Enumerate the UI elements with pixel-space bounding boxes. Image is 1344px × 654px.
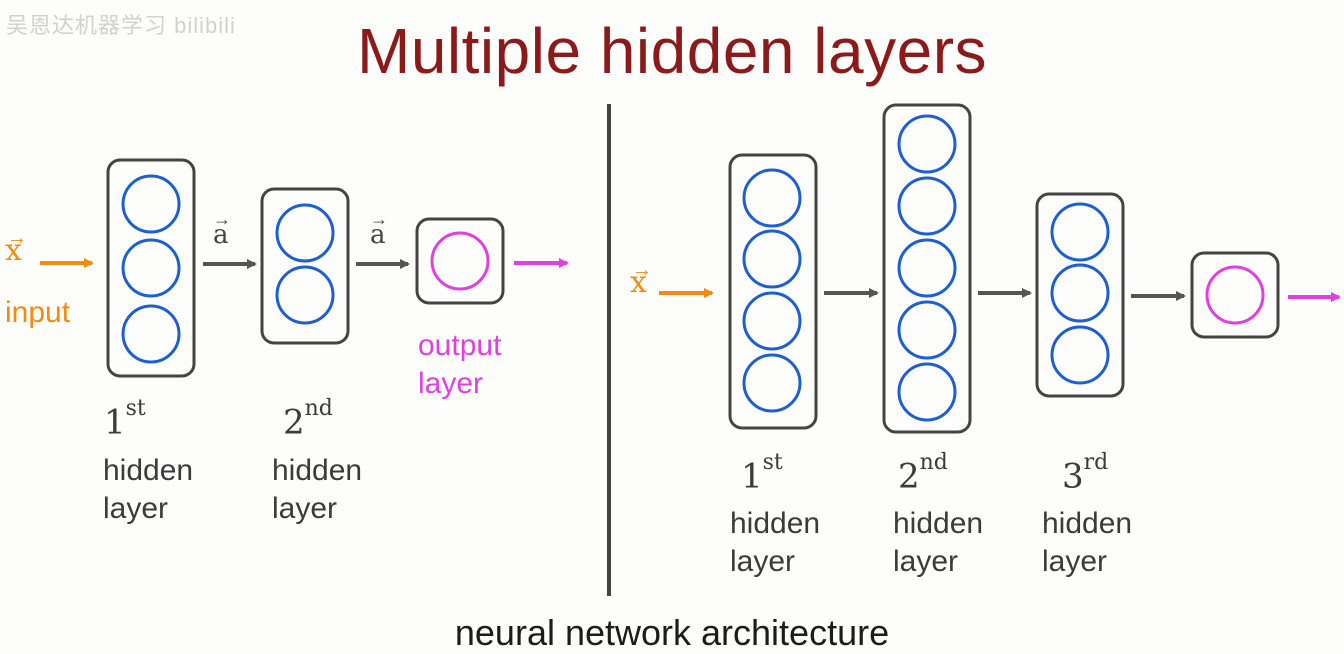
left-activation-1: → a	[213, 209, 231, 250]
left-hidden-layer-1-box	[106, 158, 196, 378]
right-layer1-label: hidden layer	[730, 505, 820, 581]
slide-title: Multiple hidden layers	[357, 15, 987, 87]
layer-label-line2: layer	[103, 492, 169, 525]
right-hidden-layer-3-box	[1035, 192, 1125, 398]
left-layer1-label: hidden layer	[103, 452, 193, 528]
right-layer3-neuron	[1050, 263, 1110, 323]
right-layer2-neuron	[897, 300, 957, 360]
diagram-caption: neural network architecture	[454, 612, 890, 653]
left-layer2-neuron	[275, 203, 335, 263]
right-layer3-neuron	[1050, 325, 1110, 385]
right-layer2-label: hidden layer	[893, 505, 983, 581]
left-layer1-neuron	[121, 238, 181, 298]
left-layer2-neuron	[275, 265, 335, 325]
layer-label-line2: layer	[730, 545, 796, 578]
left-layer1-neuron	[121, 304, 181, 364]
left-hidden-layer-2-box	[260, 187, 350, 345]
right-layer2-neuron	[897, 362, 957, 422]
layer-label-line1: hidden	[893, 507, 984, 540]
vector-arrow-icon: →	[632, 259, 652, 281]
right-layer1-neuron	[742, 168, 802, 228]
right-layer2-neuron	[897, 176, 957, 236]
left-output-neuron	[430, 231, 490, 291]
left-activation-2: → a	[370, 209, 388, 250]
layer-label-line1: hidden	[272, 454, 363, 487]
right-layer1-ordinal: 1st	[741, 450, 783, 497]
right-layer1-neuron	[742, 229, 802, 289]
vector-arrow-icon: →	[7, 227, 27, 249]
right-layer3-label: hidden layer	[1042, 505, 1132, 581]
right-layer3-ordinal: 3rd	[1062, 450, 1109, 497]
layer-label-line1: hidden	[730, 507, 821, 540]
vector-arrow-icon: →	[213, 209, 231, 229]
right-layer3-neuron	[1050, 202, 1110, 262]
right-output-layer-box	[1190, 251, 1280, 339]
left-input-label: input	[5, 296, 71, 329]
right-output-neuron	[1205, 265, 1265, 325]
left-layer1-ordinal: 1st	[104, 396, 146, 443]
right-input-symbol: → x	[630, 259, 652, 300]
layer-label-line1: hidden	[1042, 507, 1133, 540]
right-hidden-layer-1-box	[728, 153, 818, 430]
output-label-line1: output	[418, 329, 502, 362]
layer-label-line2: layer	[272, 492, 338, 525]
watermark: 吴恩达机器学习 bilibili	[6, 13, 236, 38]
left-layer2-label: hidden layer	[272, 452, 362, 528]
layer-label-line1: hidden	[103, 454, 194, 487]
left-layer1-neuron	[121, 174, 181, 234]
right-hidden-layer-2-box	[882, 103, 972, 434]
right-layer1-neuron	[742, 353, 802, 413]
left-output-label: output layer	[418, 327, 501, 403]
right-layer2-ordinal: 2nd	[898, 450, 948, 497]
left-input-symbol: → x	[5, 227, 27, 268]
left-layer2-ordinal: 2nd	[283, 396, 333, 443]
layer-label-line2: layer	[893, 545, 959, 578]
output-label-line2: layer	[418, 367, 484, 400]
right-layer2-neuron	[897, 114, 957, 174]
left-output-layer-box	[415, 217, 505, 305]
vector-arrow-icon: →	[370, 209, 388, 229]
right-layer1-neuron	[742, 291, 802, 351]
layer-label-line2: layer	[1042, 545, 1108, 578]
right-layer2-neuron	[897, 238, 957, 298]
